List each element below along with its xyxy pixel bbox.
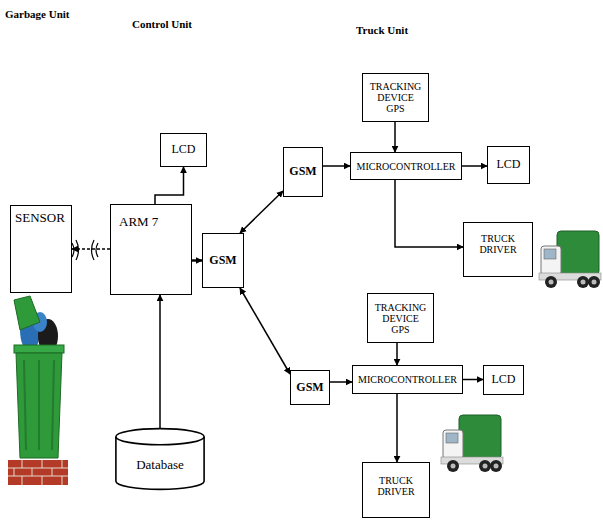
connector-arrow: [155, 167, 184, 204]
node-text: LCD: [172, 143, 196, 156]
node-text: GSM: [289, 165, 316, 178]
node-text: TRACKING DEVICE GPS: [367, 81, 424, 114]
wireless-waves: [72, 240, 98, 260]
process-box: GSM: [202, 233, 244, 288]
node-text: ARM 7: [119, 215, 158, 229]
garbage-truck: [441, 415, 503, 472]
connector-arrow: [240, 288, 290, 374]
node-text: MICROCONTROLLER: [357, 161, 456, 172]
connector-arrow: [394, 122, 396, 152]
node-text: SENSOR: [15, 211, 65, 225]
node-text: GSM: [296, 381, 323, 394]
section-heading: Control Unit: [132, 18, 192, 30]
process-box: MICROCONTROLLER: [352, 365, 463, 394]
connector-arrow: [159, 295, 161, 430]
connector-arrow: [192, 259, 202, 261]
process-box: TRUCK DRIVER: [463, 222, 533, 277]
database-cylinder: Database: [115, 428, 205, 490]
garbage-bin: [8, 296, 68, 485]
node-text: GSM: [209, 254, 236, 267]
connector-arrow: [396, 343, 398, 365]
node-text: TRUCK DRIVER: [367, 475, 425, 497]
process-box: LCD: [160, 133, 207, 167]
node-text: LCD: [492, 373, 516, 386]
garbage-truck: [539, 231, 601, 288]
node-text: LCD: [497, 158, 521, 171]
connector-arrow: [240, 191, 283, 233]
connector-arrow: [323, 165, 350, 167]
process-box: TRACKING DEVICE GPS: [362, 73, 429, 122]
section-heading: Truck Unit: [356, 24, 408, 36]
process-box: LCD: [487, 146, 530, 184]
process-box: GSM: [290, 370, 330, 405]
node-text: TRACKING DEVICE GPS: [372, 302, 429, 335]
connector-arrow: [462, 165, 487, 167]
connector-arrow: [396, 394, 398, 462]
process-box: TRACKING DEVICE GPS: [367, 293, 434, 343]
section-heading: Garbage Unit: [5, 8, 69, 20]
node-text: TRUCK DRIVER: [468, 233, 528, 255]
process-box: GSM: [283, 147, 323, 197]
node-text: MICROCONTROLLER: [358, 374, 457, 385]
process-box: LCD: [483, 365, 524, 395]
process-box: ARM 7: [110, 204, 192, 295]
process-box: MICROCONTROLLER: [350, 152, 462, 180]
node-text: Database: [136, 458, 184, 472]
process-box: SENSOR: [10, 205, 72, 293]
connector-arrow: [72, 248, 110, 250]
connector-arrow: [463, 379, 483, 381]
process-box: TRUCK DRIVER: [362, 462, 430, 518]
connector-arrow: [330, 381, 352, 383]
connector-arrow: [395, 180, 463, 247]
